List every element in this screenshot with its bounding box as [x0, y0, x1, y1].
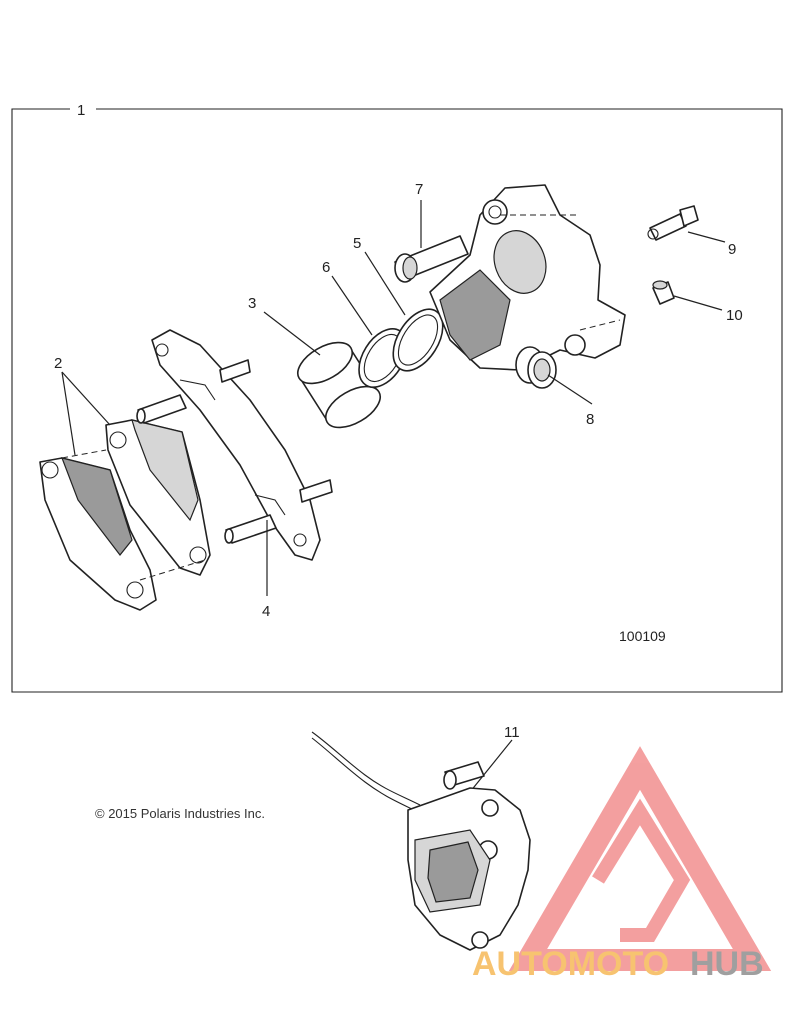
- mounting-bracket: [151, 329, 321, 561]
- callout-10: 10: [726, 307, 743, 324]
- callout-2: 2: [54, 355, 62, 372]
- leader-3: [263, 311, 321, 356]
- slide-pin-lower: [224, 479, 333, 544]
- leader-9: [687, 231, 726, 243]
- leader-6: [331, 275, 373, 336]
- copyright-notice: © 2015 Polaris Industries Inc.: [95, 806, 265, 821]
- bleeder-screw: [647, 205, 699, 241]
- assembled-caliper: [311, 731, 531, 951]
- callout-1: 1: [77, 102, 85, 119]
- callout-6: 6: [322, 259, 330, 276]
- watermark-text-gray: HUB: [690, 945, 764, 983]
- slide-pin-upper: [136, 359, 251, 424]
- bleeder-cap: [652, 280, 675, 305]
- callout-7: 7: [415, 181, 423, 198]
- leader-2b: [61, 371, 111, 426]
- callout-5: 5: [353, 235, 361, 252]
- figure-number: 100109: [619, 628, 666, 644]
- leader-2a: [61, 371, 76, 456]
- piston-seal: [392, 308, 444, 372]
- caliper-pin-boot: [394, 235, 469, 283]
- watermark-logo: AUTOMOTO HUB: [472, 746, 772, 983]
- caliper-body: [429, 184, 626, 371]
- brake-pad-rear: [39, 457, 157, 611]
- leader-10: [673, 295, 723, 311]
- callout-4: 4: [262, 603, 270, 620]
- brake-pad-front: [105, 419, 211, 576]
- boot: [515, 346, 557, 389]
- exploded-view-frame: [11, 108, 783, 693]
- leader-5: [364, 251, 406, 316]
- watermark-text-orange: AUTOMOTO: [472, 945, 669, 983]
- callout-3: 3: [248, 295, 256, 312]
- callout-8: 8: [586, 411, 594, 428]
- callout-9: 9: [728, 241, 736, 258]
- leader-8: [547, 374, 593, 405]
- callout-11: 11: [504, 724, 520, 741]
- leader-11: [469, 739, 513, 793]
